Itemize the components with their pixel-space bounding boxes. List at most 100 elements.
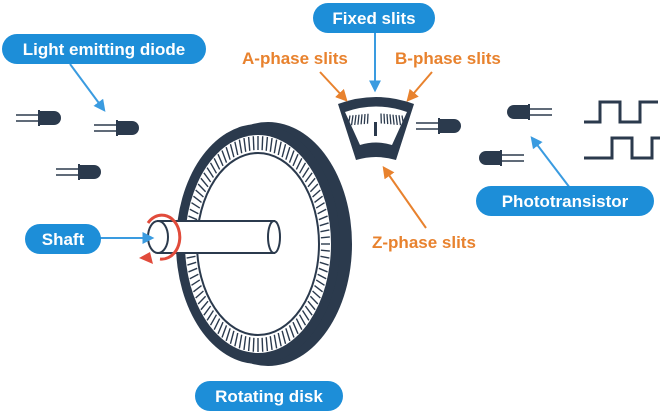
disk-slit	[281, 144, 287, 158]
disk-slit	[265, 337, 269, 352]
disk-slit	[277, 332, 282, 347]
led-group	[16, 110, 461, 180]
fixed-slit	[347, 115, 351, 126]
disk-slit	[186, 255, 196, 259]
fixed-slit	[354, 114, 357, 126]
disk-slit	[320, 229, 330, 233]
label-text-light-emitting-diode: Light emitting diode	[23, 40, 185, 59]
disk-slit	[261, 337, 264, 352]
disk-slit	[213, 158, 221, 170]
led-icon	[56, 164, 101, 180]
disk-slit	[309, 295, 319, 305]
fixed-slit-marks	[347, 113, 405, 126]
fixed-slit	[383, 113, 386, 124]
disk-slit	[307, 300, 316, 311]
disk-slit	[252, 136, 255, 151]
fixed-slit	[363, 114, 366, 125]
disk-slit	[188, 267, 198, 273]
led-icon	[94, 120, 139, 136]
disk-slit	[229, 144, 235, 158]
disk-slit	[243, 336, 247, 351]
disk-slit	[191, 202, 201, 209]
disk-slit	[298, 162, 307, 174]
disk-slit	[221, 325, 228, 338]
disk-slit	[320, 236, 330, 239]
disk-slit	[209, 162, 218, 174]
led-icon	[16, 110, 61, 126]
disk-slit	[314, 285, 324, 293]
label-rotating-disk: Rotating disk	[195, 381, 343, 411]
disk-slit	[320, 249, 330, 252]
fixed-slit	[350, 115, 354, 126]
disk-slit	[203, 305, 212, 316]
b-phase-pointer-arrow	[406, 71, 433, 102]
disk-slit	[285, 328, 291, 342]
disk-slit	[304, 172, 313, 183]
label-phototransistor: Phototransistor	[476, 186, 654, 216]
disk-slit	[301, 167, 310, 178]
pointer-arrows	[69, 32, 571, 244]
disk-slit	[209, 314, 218, 326]
disk-slit	[189, 273, 199, 280]
disk-slit	[304, 305, 313, 316]
disk-slit	[269, 336, 273, 351]
disk-slit	[265, 136, 269, 151]
disk-slit	[292, 153, 299, 167]
disk-slit	[298, 314, 307, 326]
disk-slit	[213, 318, 221, 330]
disk-slit	[301, 310, 310, 321]
fixed-slit	[357, 114, 360, 125]
disk-slit	[315, 202, 325, 209]
disk-slit	[320, 255, 330, 259]
fixed-slit	[389, 114, 392, 125]
fixed-slit	[398, 115, 402, 126]
disk-slit	[234, 141, 239, 156]
disk-slit	[221, 150, 228, 163]
disk-slit	[188, 215, 198, 221]
label-text-phototransistor: Phototransistor	[502, 192, 629, 211]
a-phase-pointer-arrow	[319, 71, 348, 102]
fixed-slit	[395, 114, 398, 126]
disk-slit	[307, 177, 316, 188]
disk-slit	[206, 310, 215, 321]
disk-slit	[252, 337, 255, 352]
disk-slit	[225, 328, 231, 342]
disk-slit	[273, 139, 278, 154]
led-icon	[416, 118, 461, 134]
disk-slit	[317, 208, 327, 215]
disk-slit	[238, 139, 243, 154]
disk-slit	[195, 189, 204, 198]
disk-slit	[269, 137, 273, 152]
disk-slit	[277, 141, 282, 156]
label-z-phase-slits: Z-phase slits	[372, 233, 476, 252]
phototransistor-icon	[479, 150, 524, 166]
disk-slit	[229, 330, 235, 344]
disk-slit	[195, 290, 204, 299]
disk-slit	[243, 137, 247, 152]
disk-slit	[234, 332, 239, 347]
disk-slit	[309, 183, 319, 193]
disk-slit	[197, 295, 207, 305]
disk-slit	[319, 222, 329, 227]
disk-slit	[192, 285, 202, 293]
disk-slit	[217, 321, 224, 335]
disk-slit	[206, 167, 215, 178]
label-b-phase-slits: B-phase slits	[395, 49, 501, 68]
shaft	[147, 220, 281, 254]
fixed-slit	[401, 115, 405, 126]
disk-slit	[203, 172, 212, 183]
disk-slit	[318, 215, 328, 221]
disk-slit	[192, 195, 202, 203]
z-phase-pointer-arrow	[382, 166, 427, 229]
fixed-slit	[392, 114, 395, 125]
fixed-slit	[366, 113, 369, 124]
disk-slit	[225, 146, 231, 160]
disk-slit	[312, 189, 321, 198]
disk-slit	[200, 300, 209, 311]
disk-slit	[217, 153, 224, 167]
disk-slit	[247, 337, 251, 352]
disk-slit	[197, 183, 207, 193]
disk-slit	[292, 321, 299, 335]
disk-slit	[261, 136, 264, 151]
